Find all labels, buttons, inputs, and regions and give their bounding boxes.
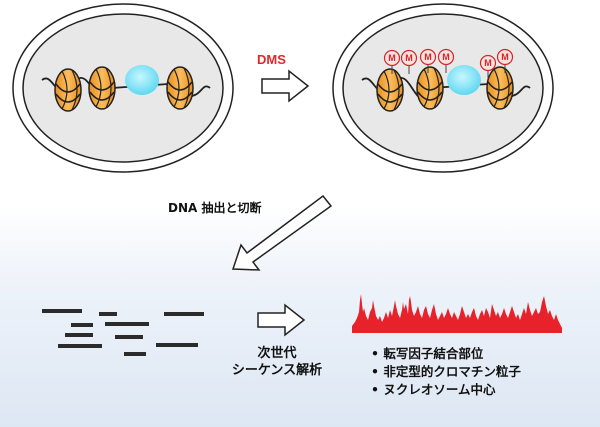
result-item: 転写因子結合部位 [371,345,521,363]
dna-fragments [42,309,204,356]
svg-text:M: M [405,53,413,63]
sequencing-label-line2: シーケンス解析 [231,363,323,378]
fragment [124,352,146,356]
nucleosome-2 [416,66,444,110]
fragment [164,312,204,316]
methyl-mark: M [437,48,455,74]
svg-text:M: M [388,53,396,63]
fragment [105,322,149,326]
cell-before-treatment [12,3,234,173]
sequencing-label: 次世代 シーケンス解析 [222,345,332,379]
svg-text:M: M [442,52,450,62]
svg-text:M: M [484,58,492,68]
fragment [99,312,117,316]
nucleosome-1 [54,68,82,112]
methyl-mark: M [400,49,418,75]
methyl-mark: M [496,48,514,74]
arrow-right-treatment [261,69,310,103]
sequencing-signal [352,294,562,333]
fragment [71,323,93,327]
fragment [156,343,198,347]
results-list: 転写因子結合部位 非定型的クロマチン粒子 ヌクレオソーム中心 [371,345,521,399]
treatment-label: DMS [257,52,286,67]
result-item: ヌクレオソーム中心 [371,381,521,399]
extraction-label: DNA 抽出と切断 [168,201,262,215]
fragment [42,309,82,313]
svg-text:M: M [501,52,509,62]
fragment [65,333,93,337]
sequencing-label-line1: 次世代 [257,346,297,361]
cell-after-treatment: M M M M M M [332,3,554,173]
arrow-right-sequencing [257,303,306,337]
svg-text:M: M [424,52,432,62]
nucleosome-2 [88,66,116,110]
result-item: 非定型的クロマチン粒子 [371,363,521,381]
methyl-mark: M [479,54,497,80]
nucleosome-3 [166,66,194,110]
nucleosome-1 [376,68,404,112]
arrow-diagonal-extraction [231,194,333,271]
bound-protein [447,65,481,95]
fragment [58,344,102,348]
nucleosome-3 [486,66,514,110]
methyl-mark: M [419,48,437,74]
fragment [115,335,143,339]
methyl-mark: M [383,49,401,75]
bound-protein [125,65,159,95]
